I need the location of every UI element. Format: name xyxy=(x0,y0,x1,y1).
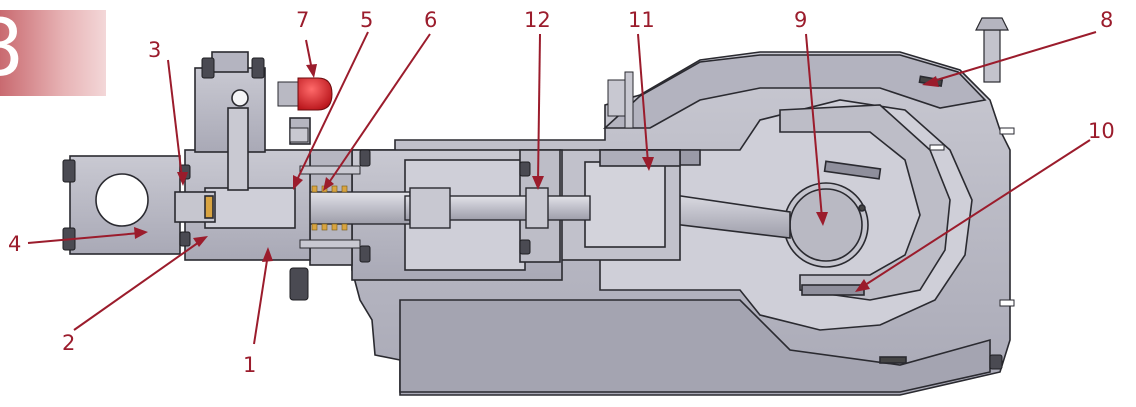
leader-line-12 xyxy=(537,33,541,183)
side-fastener xyxy=(929,144,945,151)
stud xyxy=(299,239,361,249)
suction-port xyxy=(95,173,149,227)
packing-ring xyxy=(331,185,338,193)
rod-coupling xyxy=(409,187,451,229)
bolt-head xyxy=(989,354,1003,370)
packing-ring xyxy=(341,185,348,193)
discharge-valve-stem xyxy=(227,107,249,191)
callout-label-2: 2 xyxy=(62,331,75,355)
callout-label-9: 9 xyxy=(794,8,807,32)
arrowhead-10 xyxy=(855,279,870,292)
bolt-head xyxy=(519,239,531,255)
arrowhead-9 xyxy=(816,212,828,226)
callouts: 1 2 3 4 5 6 7 8 9 xyxy=(8,8,1115,377)
bolt-head xyxy=(179,231,191,247)
side-fastener xyxy=(999,127,1015,135)
callout-label-6: 6 xyxy=(424,8,437,32)
callout-label-11: 11 xyxy=(628,8,655,32)
discharge-valve-cap xyxy=(211,51,249,73)
relief-valve-red-cap-icon xyxy=(297,77,333,111)
arrowhead-8 xyxy=(922,76,939,87)
bolt-head xyxy=(359,245,371,263)
callout-label-10: 10 xyxy=(1088,119,1115,143)
breather-top xyxy=(975,17,1009,31)
leader-line-3 xyxy=(167,59,183,179)
suction-valve-spring xyxy=(204,195,214,219)
callout-label-8: 8 xyxy=(1100,8,1113,32)
arrowhead-1 xyxy=(262,247,273,262)
drain-slot xyxy=(879,356,907,364)
arrowhead-4 xyxy=(134,227,148,239)
figure-number-badge: 8 xyxy=(0,4,106,96)
oil-hole xyxy=(858,204,866,212)
breather-cap xyxy=(975,17,1009,83)
leader-line-1 xyxy=(253,253,269,345)
arrowhead-5 xyxy=(293,175,303,190)
arrowhead-6 xyxy=(323,177,334,191)
crankshaft-journal-inner xyxy=(789,188,863,262)
callout-label-1: 1 xyxy=(243,353,256,377)
side-fasteners xyxy=(929,127,1015,307)
crankcase-top-cover xyxy=(602,54,987,129)
arrowhead-2 xyxy=(193,236,208,247)
crank-web-arc xyxy=(779,104,951,301)
stud xyxy=(624,71,634,129)
side-fastener xyxy=(999,299,1015,307)
bolts xyxy=(62,57,1003,370)
callout-label-7: 7 xyxy=(296,8,309,32)
packing-ring xyxy=(341,223,348,231)
rod-clamp-nut xyxy=(525,187,549,229)
fluid-end xyxy=(69,51,311,261)
leader-line-5 xyxy=(295,31,369,183)
arrowhead-7 xyxy=(306,64,317,78)
callout-label-4: 4 xyxy=(8,232,21,256)
crosshead-top-plate xyxy=(599,149,681,167)
bolt-head xyxy=(62,159,76,183)
bearing-insert-upper xyxy=(823,160,882,180)
callout-label-12: 12 xyxy=(524,8,551,32)
stud xyxy=(289,127,309,143)
bolt-head xyxy=(201,57,215,79)
leader-line-8 xyxy=(929,31,1097,83)
leader-line-11 xyxy=(637,33,649,164)
arrowhead-12 xyxy=(532,176,544,190)
packing-ring xyxy=(331,223,338,231)
figure-number: 8 xyxy=(0,4,24,94)
arrowhead-3 xyxy=(177,172,188,186)
stud xyxy=(299,165,361,175)
packing-ring xyxy=(321,223,328,231)
leader-line-4 xyxy=(27,232,141,244)
discharge-valve-ball xyxy=(231,89,249,107)
bolt-head xyxy=(359,149,371,167)
callout-label-3: 3 xyxy=(148,38,161,62)
leader-line-2 xyxy=(73,239,203,331)
bolt-head xyxy=(251,57,265,79)
leader-line-6 xyxy=(327,33,431,185)
arrowhead-11 xyxy=(642,157,654,171)
crankcase-lower-skirt xyxy=(399,299,991,393)
studs xyxy=(289,71,634,249)
callout-label-5: 5 xyxy=(360,8,373,32)
packing-ring xyxy=(311,223,318,231)
packing-ring xyxy=(311,185,318,193)
breather-stem xyxy=(983,29,1001,83)
fluid-cylinder-bore xyxy=(204,187,296,229)
leader-line-9 xyxy=(805,33,823,219)
bearing-insert-lower xyxy=(801,284,865,296)
crosshead xyxy=(584,161,666,248)
leader-line-10 xyxy=(861,139,1091,288)
relief-valve-cap xyxy=(277,77,333,111)
bolt-head xyxy=(519,161,531,177)
bolt-head xyxy=(289,267,309,301)
